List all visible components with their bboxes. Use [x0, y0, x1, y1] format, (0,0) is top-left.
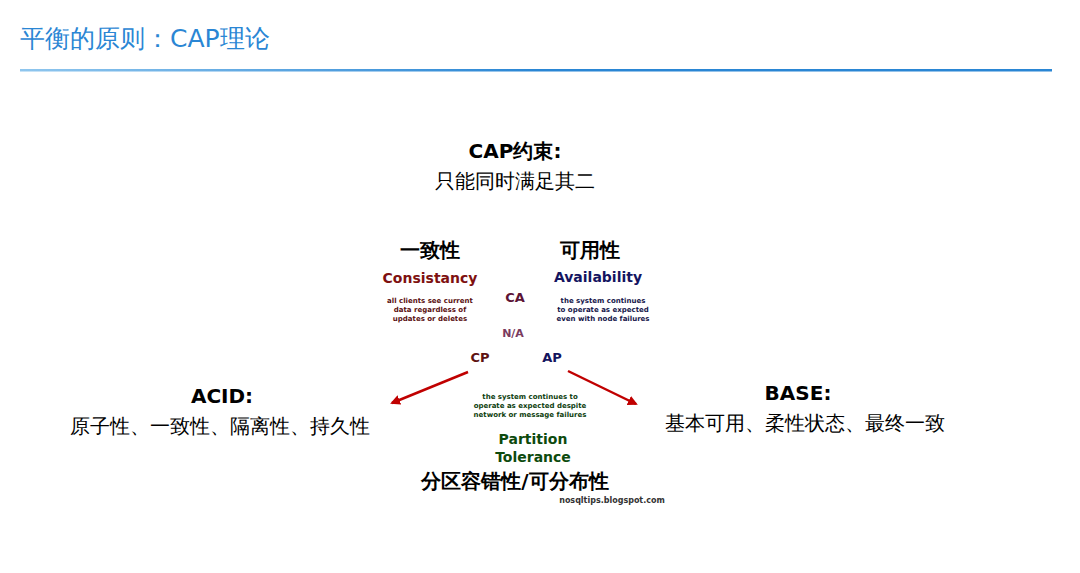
circle-description: the system continues to operate as expec… [468, 393, 593, 419]
acid-properties: 原子性、一致性、隔离性、持久性 [70, 414, 370, 438]
base-heading: BASE: [765, 381, 832, 405]
acid-heading: ACID: [191, 384, 253, 408]
circle-english-title: Partition Tolerance [478, 431, 588, 466]
intersection-label: N/A [502, 327, 524, 340]
circle-description: all clients see current data regardless … [380, 297, 480, 323]
circle-fill [358, 229, 512, 383]
title-rule [20, 69, 1052, 72]
intersection-label: CA [505, 290, 525, 306]
circle-english-title: Availability [554, 269, 642, 286]
watermark: nosqltips.blogspot.com [559, 496, 665, 506]
circle-english-title: Consistancy [383, 270, 478, 287]
circle-fill [498, 219, 660, 381]
intersection-label: AP [542, 350, 562, 366]
consistency-circle: 一致性 Consistancy all clients see current da… [357, 228, 513, 384]
circle-chinese-title: 分区容错性/可分布性 [421, 469, 608, 493]
base-properties: 基本可用、柔性状态、最终一致 [665, 411, 945, 435]
constraint-note: 只能同时满足其二 [435, 169, 595, 193]
pointer-arrow [568, 371, 636, 404]
intersection-label: CP [470, 350, 489, 366]
circle-description: the system continues to operate as expec… [556, 297, 651, 323]
partition-tolerance-circle: the system continues to operate as expec… [430, 335, 600, 505]
circle-heading: 一致性 [400, 238, 460, 262]
constraint-heading: CAP约束: [469, 139, 562, 163]
pointer-arrow [392, 372, 468, 403]
page-title: 平衡的原则：CAP理论 [20, 22, 270, 55]
circle-heading: 可用性 [560, 238, 620, 262]
